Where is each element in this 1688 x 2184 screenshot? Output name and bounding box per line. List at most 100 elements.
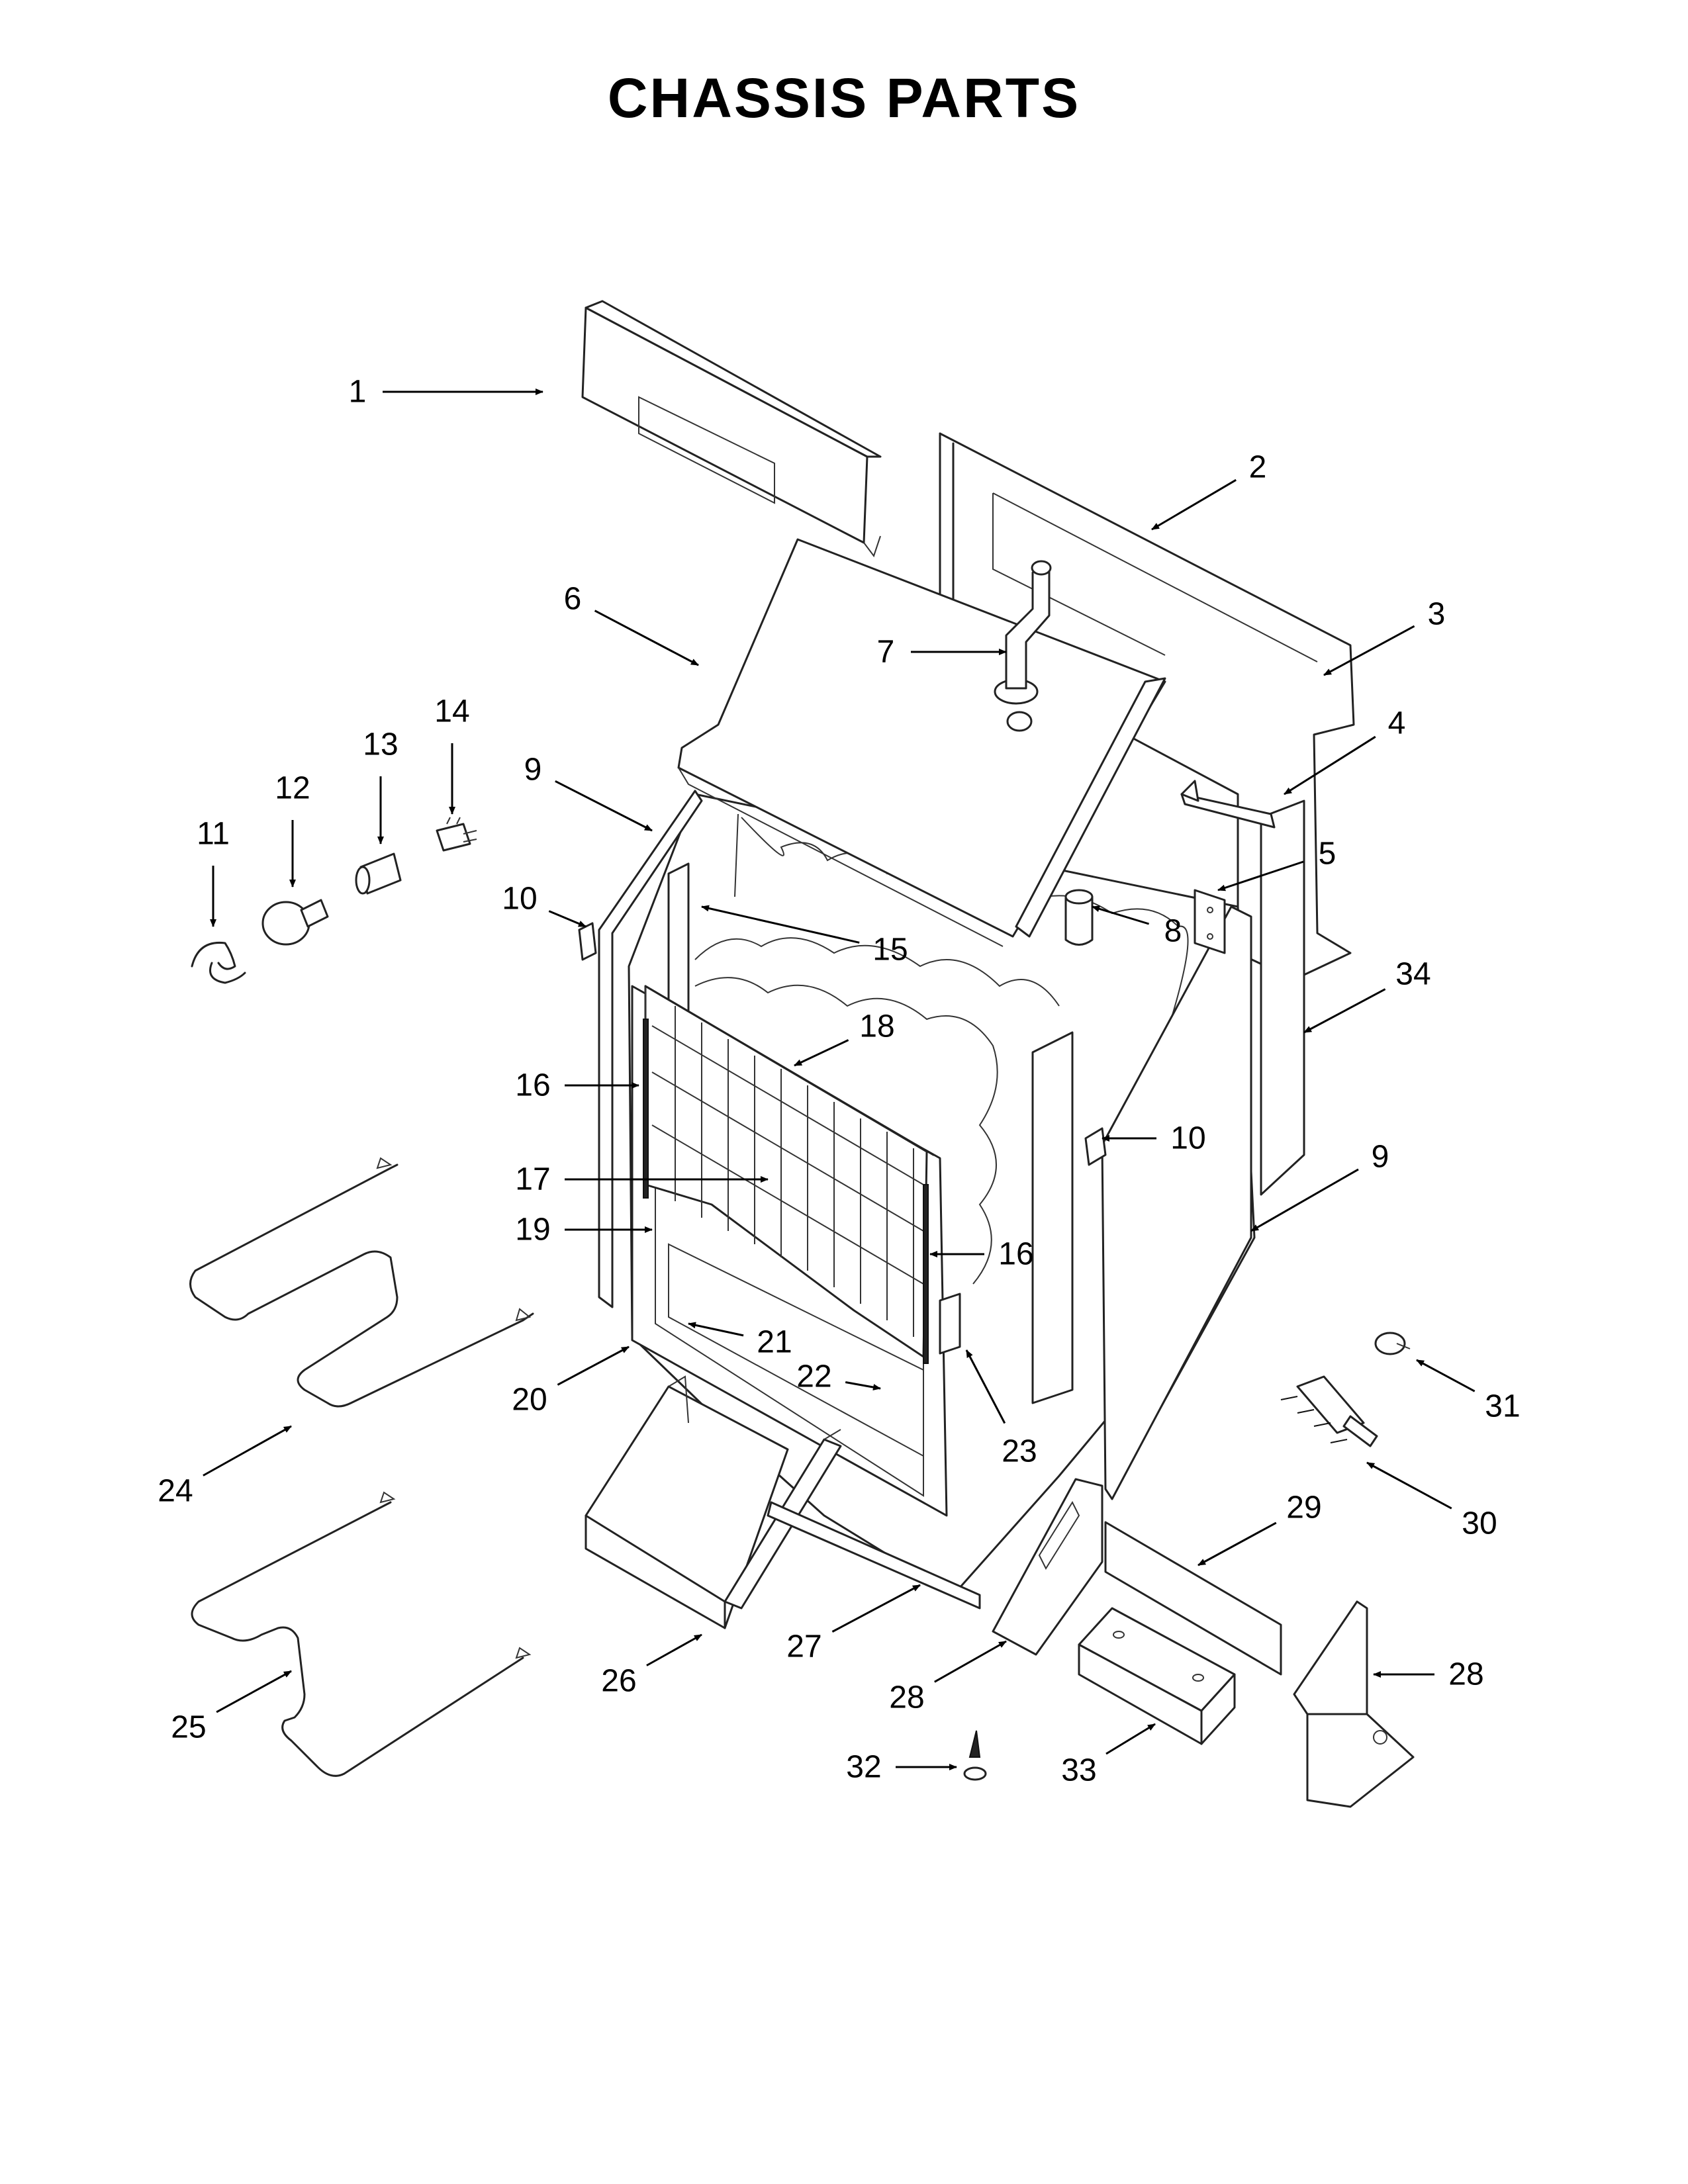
callout-number: 16 (998, 1237, 1033, 1272)
callout-number: 28 (889, 1680, 924, 1715)
callout-24: 24 (158, 1425, 292, 1509)
callout-leader-arrow (934, 1640, 1007, 1683)
callout-number: 7 (877, 635, 895, 670)
callout-27: 27 (786, 1584, 921, 1664)
callout-leader-arrow (1092, 905, 1150, 925)
callout-7: 7 (877, 635, 1007, 670)
callout-number: 33 (1061, 1753, 1096, 1788)
callout-number: 14 (434, 694, 469, 729)
bracket-part (1180, 780, 1276, 829)
callout-number: 18 (859, 1009, 894, 1044)
callout-number: 12 (275, 771, 310, 806)
broil-element-part (191, 1491, 532, 1777)
callout-26: 26 (601, 1633, 702, 1699)
callout-number: 1 (349, 375, 367, 410)
callout-31: 31 (1416, 1359, 1521, 1424)
callout-number: 32 (846, 1750, 881, 1785)
light-bulb-part (261, 899, 329, 946)
lower-panel-part (1104, 1521, 1282, 1676)
callout-number: 34 (1395, 957, 1430, 992)
callout-number: 3 (1428, 597, 1446, 632)
callout-number: 24 (158, 1474, 193, 1509)
callout-leader-arrow (1105, 1723, 1156, 1755)
callout-number: 19 (515, 1212, 550, 1248)
bake-element-part (189, 1157, 534, 1408)
callout-number: 27 (786, 1629, 821, 1664)
top-panel-part (677, 538, 1166, 947)
callout-8: 8 (1092, 905, 1182, 949)
cylinder-part (1064, 889, 1094, 946)
callout-19: 19 (515, 1212, 653, 1248)
callout-leader-arrow (831, 1584, 921, 1633)
callout-32: 32 (846, 1750, 957, 1785)
callout-number: 11 (197, 817, 230, 852)
callout-leader-arrow (548, 910, 586, 928)
callout-leader-arrow (646, 1633, 702, 1666)
callout-11: 11 (197, 817, 230, 927)
leveling-bracket-part (1293, 1600, 1415, 1808)
callout-25: 25 (171, 1670, 292, 1745)
page-title: CHASSIS PARTS (607, 67, 1081, 129)
callout-18: 18 (794, 1009, 895, 1067)
callout-number: 29 (1286, 1490, 1321, 1525)
right-side-panel-part (1101, 905, 1252, 1500)
callout-10: 10 (1102, 1121, 1206, 1156)
callout-number: 8 (1164, 914, 1182, 949)
callout-leader-arrow (1366, 1461, 1452, 1510)
callout-number: 28 (1448, 1657, 1483, 1692)
callout-29: 29 (1197, 1490, 1322, 1567)
callout-13: 13 (363, 727, 399, 844)
callout-6: 6 (564, 582, 699, 666)
receptacle-part (1374, 1332, 1411, 1355)
base-rail-part (767, 1501, 981, 1610)
callout-leader-arrow (688, 1322, 744, 1337)
callout-number: 9 (524, 752, 542, 788)
callout-9: 9 (524, 752, 653, 832)
callout-number: 22 (796, 1359, 831, 1394)
callout-number: 26 (601, 1664, 636, 1699)
callout-9: 9 (1250, 1140, 1389, 1232)
callout-10: 10 (502, 882, 586, 928)
callout-12: 12 (275, 771, 310, 887)
callout-leader-arrow (1416, 1359, 1476, 1392)
callout-number: 9 (1372, 1140, 1389, 1175)
callout-number: 16 (515, 1068, 550, 1103)
callout-number: 4 (1388, 706, 1406, 741)
callout-leader-arrow (1284, 735, 1376, 796)
callout-16: 16 (929, 1237, 1034, 1272)
callout-leader-arrow (1323, 625, 1415, 676)
callout-number: 31 (1485, 1389, 1520, 1424)
callout-number: 10 (502, 882, 537, 917)
callout-leader-arrow (203, 1425, 292, 1477)
callout-16: 16 (515, 1068, 639, 1103)
lamp-socket-part (436, 817, 477, 852)
lamp-clip-part (191, 941, 246, 984)
callout-leader-arrow (1217, 860, 1304, 891)
vent-tube-part (994, 560, 1052, 732)
callout-layer: 1234567899101011121314151616171819202122… (158, 375, 1520, 1788)
callout-leader-arrow (794, 1039, 849, 1067)
broiler-drawer-part (585, 1375, 842, 1629)
callout-leader-arrow (557, 1345, 630, 1386)
leveling-leg-part (963, 1730, 987, 1781)
callout-34: 34 (1303, 957, 1431, 1034)
callout-4: 4 (1284, 706, 1406, 796)
callout-3: 3 (1323, 597, 1446, 676)
callout-28: 28 (889, 1640, 1007, 1715)
callout-leader-arrow (965, 1349, 1006, 1424)
callout-number: 17 (515, 1162, 550, 1197)
callout-leader-arrow (555, 780, 653, 832)
callout-leader-arrow (1303, 988, 1386, 1034)
callout-5: 5 (1217, 837, 1336, 891)
callout-23: 23 (965, 1349, 1037, 1469)
callout-number: 20 (512, 1383, 547, 1418)
toe-panel-part (992, 1478, 1103, 1656)
callout-number: 6 (564, 582, 582, 617)
callout-number: 13 (363, 727, 398, 762)
callout-2: 2 (1151, 450, 1266, 531)
callout-1: 1 (349, 375, 543, 410)
lamp-lens-part (355, 852, 402, 895)
block-part (1078, 1607, 1236, 1745)
callout-leader-arrow (594, 610, 699, 666)
